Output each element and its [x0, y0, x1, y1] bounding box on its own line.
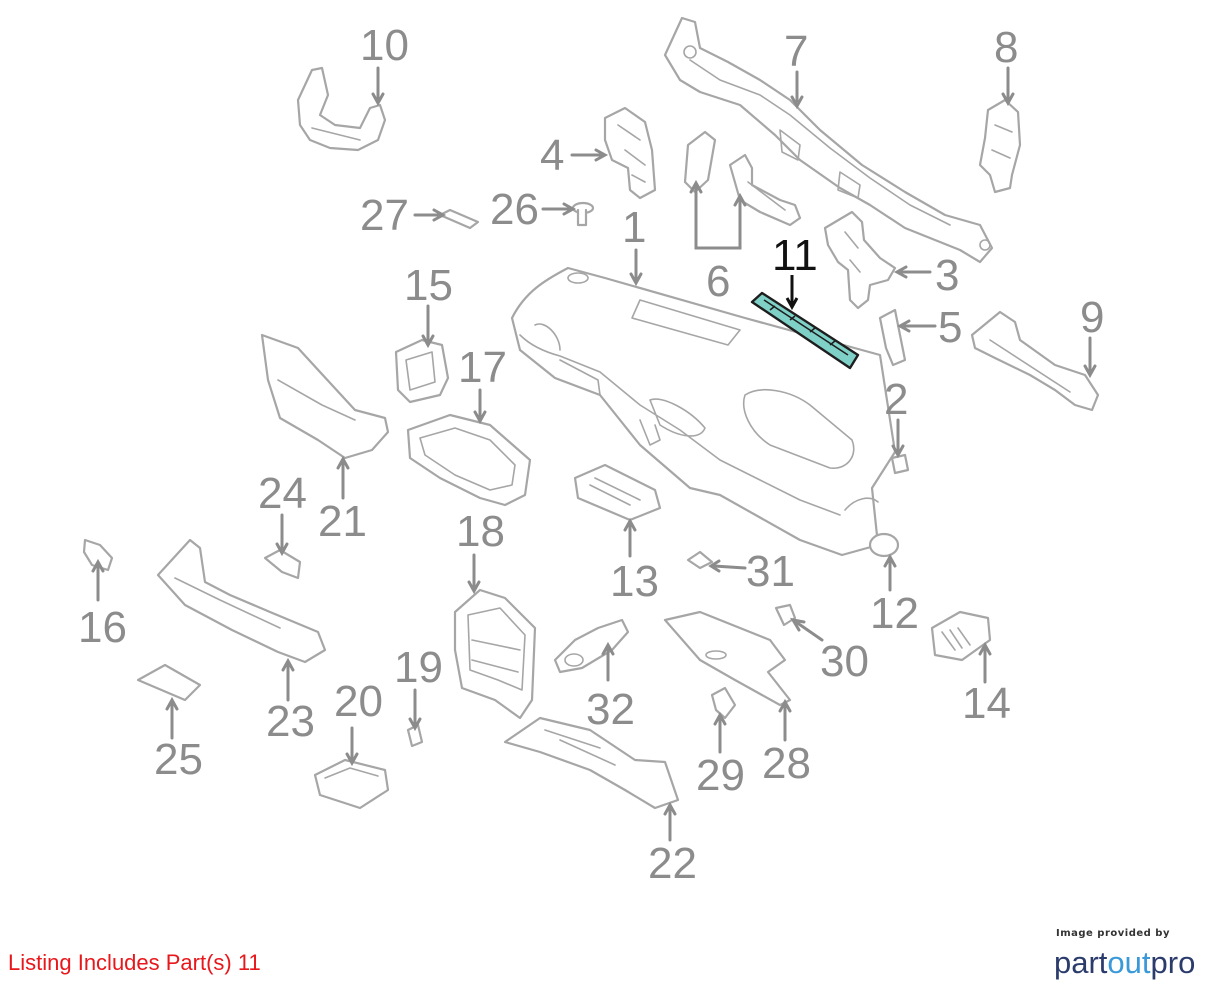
callout-16: 16: [78, 603, 127, 652]
callout-12: 12: [870, 589, 919, 638]
part-21-side-panel[interactable]: [260, 333, 390, 460]
callout-21: 21: [318, 497, 367, 546]
part-2-clip[interactable]: [890, 453, 910, 475]
callout-28: 28: [762, 739, 811, 788]
part-11-defroster-duct[interactable]: [750, 291, 860, 370]
part-9-trim[interactable]: [970, 310, 1100, 412]
part-4-bracket[interactable]: [603, 106, 657, 200]
part-26-screw[interactable]: [571, 201, 595, 227]
part-32-switch[interactable]: [553, 618, 630, 674]
part-24-clip[interactable]: [263, 548, 302, 580]
part-22-lower-panel[interactable]: [503, 716, 680, 810]
callout-30: 30: [820, 637, 869, 686]
callout-8: 8: [994, 23, 1018, 72]
callout-29: 29: [696, 751, 745, 800]
part-5-bracket[interactable]: [878, 308, 907, 367]
callout-15: 15: [404, 261, 453, 310]
logo-part: part: [1054, 945, 1108, 980]
image-credit: Image provided by partoutpro: [1054, 928, 1214, 983]
part-30-fastener[interactable]: [774, 603, 797, 627]
part-1-instrument-panel[interactable]: [510, 266, 897, 557]
callout-24: 24: [258, 469, 307, 518]
part-29-switch[interactable]: [710, 686, 737, 720]
callout-25: 25: [154, 735, 203, 784]
callout-2: 2: [884, 375, 908, 424]
callout-4: 4: [540, 131, 564, 180]
callout-32: 32: [586, 685, 635, 734]
part-17-cluster-bezel[interactable]: [406, 413, 532, 507]
callout-27: 27: [360, 191, 409, 240]
logo-out: out: [1107, 945, 1150, 980]
part-16-clip[interactable]: [82, 538, 114, 572]
callout-26: 26: [490, 185, 539, 234]
part-14-vent[interactable]: [930, 610, 992, 662]
part-3-bracket[interactable]: [823, 210, 897, 310]
part-28-glove-box[interactable]: [663, 610, 792, 707]
callout-13: 13: [610, 557, 659, 606]
callout-22: 22: [648, 839, 697, 888]
part-6-brackets[interactable]: [683, 130, 802, 227]
credit-caption: Image provided by: [1056, 928, 1170, 939]
part-10-bracket[interactable]: [296, 66, 387, 152]
callout-5: 5: [938, 303, 962, 352]
callout-3: 3: [935, 251, 959, 300]
part-12-knob[interactable]: [868, 532, 900, 558]
part-7-cross-car-beam[interactable]: [663, 16, 994, 264]
part-25-cover[interactable]: [136, 663, 202, 702]
part-13-vent[interactable]: [573, 463, 662, 522]
callout-9: 9: [1080, 293, 1104, 342]
callout-17: 17: [458, 343, 507, 392]
logo-pro: pro: [1151, 945, 1196, 980]
part-15-switch-bezel[interactable]: [394, 338, 450, 404]
callout-numbers: 1 2 3 4 5 6 7 8 9 10 11 12 13 14 15 16 1…: [78, 21, 1104, 888]
callout-6: 6: [706, 257, 730, 306]
partoutpro-logo: partoutpro: [1054, 945, 1195, 980]
listing-includes-note: Listing Includes Part(s) 11: [8, 950, 261, 975]
callout-10: 10: [360, 21, 409, 70]
part-20-pocket[interactable]: [313, 758, 390, 810]
logo-text: partoutpro: [1054, 945, 1195, 980]
callout-1: 1: [622, 203, 646, 252]
callout-7: 7: [784, 27, 808, 76]
leader-lines: [91, 66, 1097, 842]
part-8-bracket[interactable]: [978, 98, 1022, 194]
part-23-lower-trim[interactable]: [156, 538, 327, 664]
callout-20: 20: [334, 677, 383, 726]
callout-14: 14: [962, 679, 1011, 728]
part-27-clip[interactable]: [438, 208, 480, 230]
part-18-center-bezel[interactable]: [453, 588, 537, 720]
callout-31: 31: [746, 547, 795, 596]
callout-11-highlighted: 11: [772, 231, 818, 280]
callout-19: 19: [394, 643, 443, 692]
callout-18: 18: [456, 507, 505, 556]
part-31-clip[interactable]: [686, 550, 714, 570]
callout-23: 23: [266, 697, 315, 746]
